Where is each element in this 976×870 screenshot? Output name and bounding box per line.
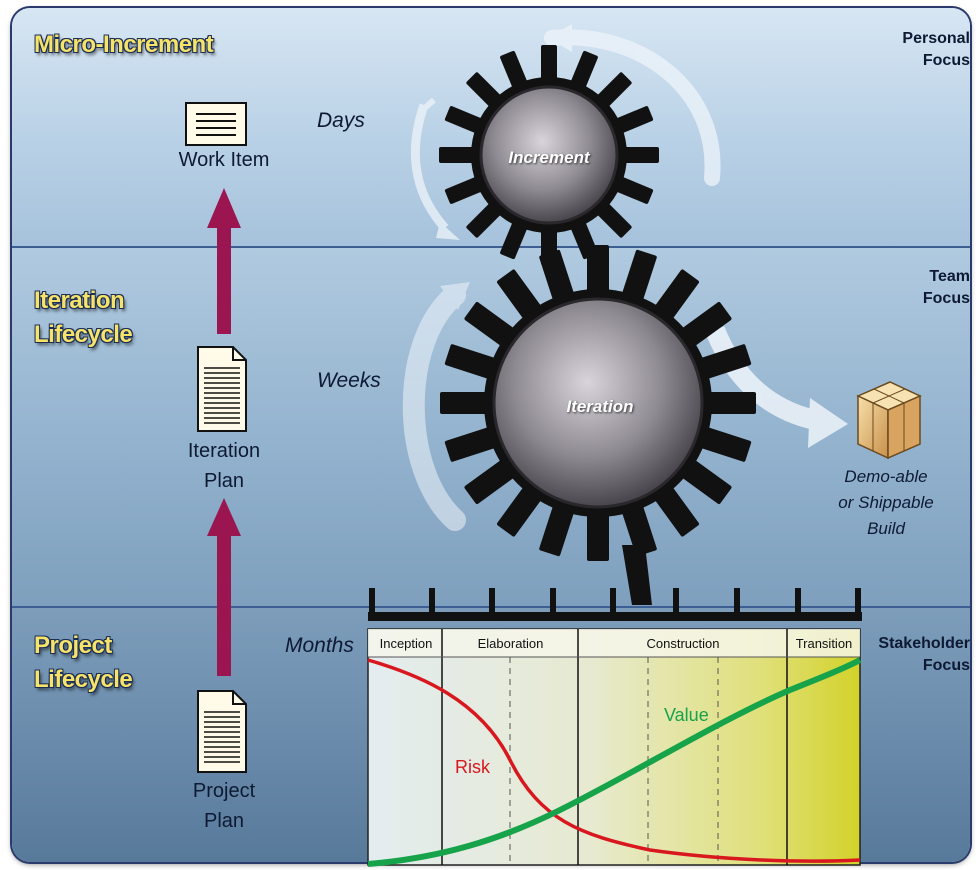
ruler-tick — [610, 588, 616, 614]
phase-chart-area — [367, 628, 861, 866]
iteration-gear-label: Iteration — [566, 397, 634, 416]
gear-face — [492, 297, 704, 509]
ruler-tick — [673, 588, 679, 614]
up-arrow-icon-lower — [207, 498, 241, 676]
risk-curve-label: Risk — [455, 757, 490, 777]
project-plan-lines — [204, 711, 240, 763]
increment-cycle-arrows-icon — [410, 24, 721, 240]
phase-label-construction: Construction — [646, 636, 720, 651]
time-scale-days: Days — [317, 109, 365, 132]
ruler-tick — [550, 588, 556, 614]
section-label-micro-increment: Micro-Increment — [34, 31, 214, 58]
phase-label-transition: Transition — [795, 636, 853, 651]
value-curve — [367, 657, 862, 867]
up-arrow-icon-upper — [207, 188, 241, 334]
project-plan-label: Project Plan — [192, 780, 256, 832]
iteration-plan-label: Iteration Plan — [187, 440, 261, 492]
section-label-iteration-lifecycle: Iteration Lifecycle — [34, 287, 133, 348]
section-label-project-lifecycle: Project Lifecycle — [34, 632, 133, 693]
demo-build-label: Demo-able or Shippable Build — [838, 467, 934, 538]
time-scale-months: Months — [285, 634, 354, 657]
work-item-document-icon — [185, 102, 247, 146]
work-item-label: Work Item — [178, 149, 270, 171]
ruler-tick — [489, 588, 495, 614]
ruler-tick — [734, 588, 740, 614]
timeline-ruler-icon — [368, 588, 862, 621]
increment-gear-label: Increment — [508, 148, 590, 167]
time-scale-weeks: Weeks — [317, 369, 381, 392]
risk-curve — [367, 658, 861, 863]
phase-header-bar — [368, 629, 860, 657]
band-divider-1 — [12, 246, 970, 248]
ruler-tick — [855, 588, 861, 614]
iteration-cycle-arrows-icon — [402, 282, 470, 531]
focus-label-team: Team Focus — [922, 268, 970, 307]
iteration-gear-icon — [440, 245, 756, 561]
release-arrow-icon — [705, 326, 848, 448]
focus-label-stakeholder: Stakeholder Focus — [878, 635, 970, 674]
value-curve-label: Value — [664, 705, 709, 725]
increment-gear-icon — [439, 45, 659, 265]
ruler-tick — [369, 588, 375, 614]
ruler-tick — [795, 588, 801, 614]
ruler-tick — [429, 588, 435, 614]
gear-face — [479, 85, 619, 225]
package-box-icon — [856, 381, 922, 460]
phase-label-elaboration: Elaboration — [477, 636, 544, 651]
iteration-plan-lines — [204, 367, 240, 424]
phase-label-inception: Inception — [379, 636, 433, 651]
gear-shaft-icon — [622, 545, 652, 605]
focus-label-personal: Personal Focus — [902, 30, 970, 69]
